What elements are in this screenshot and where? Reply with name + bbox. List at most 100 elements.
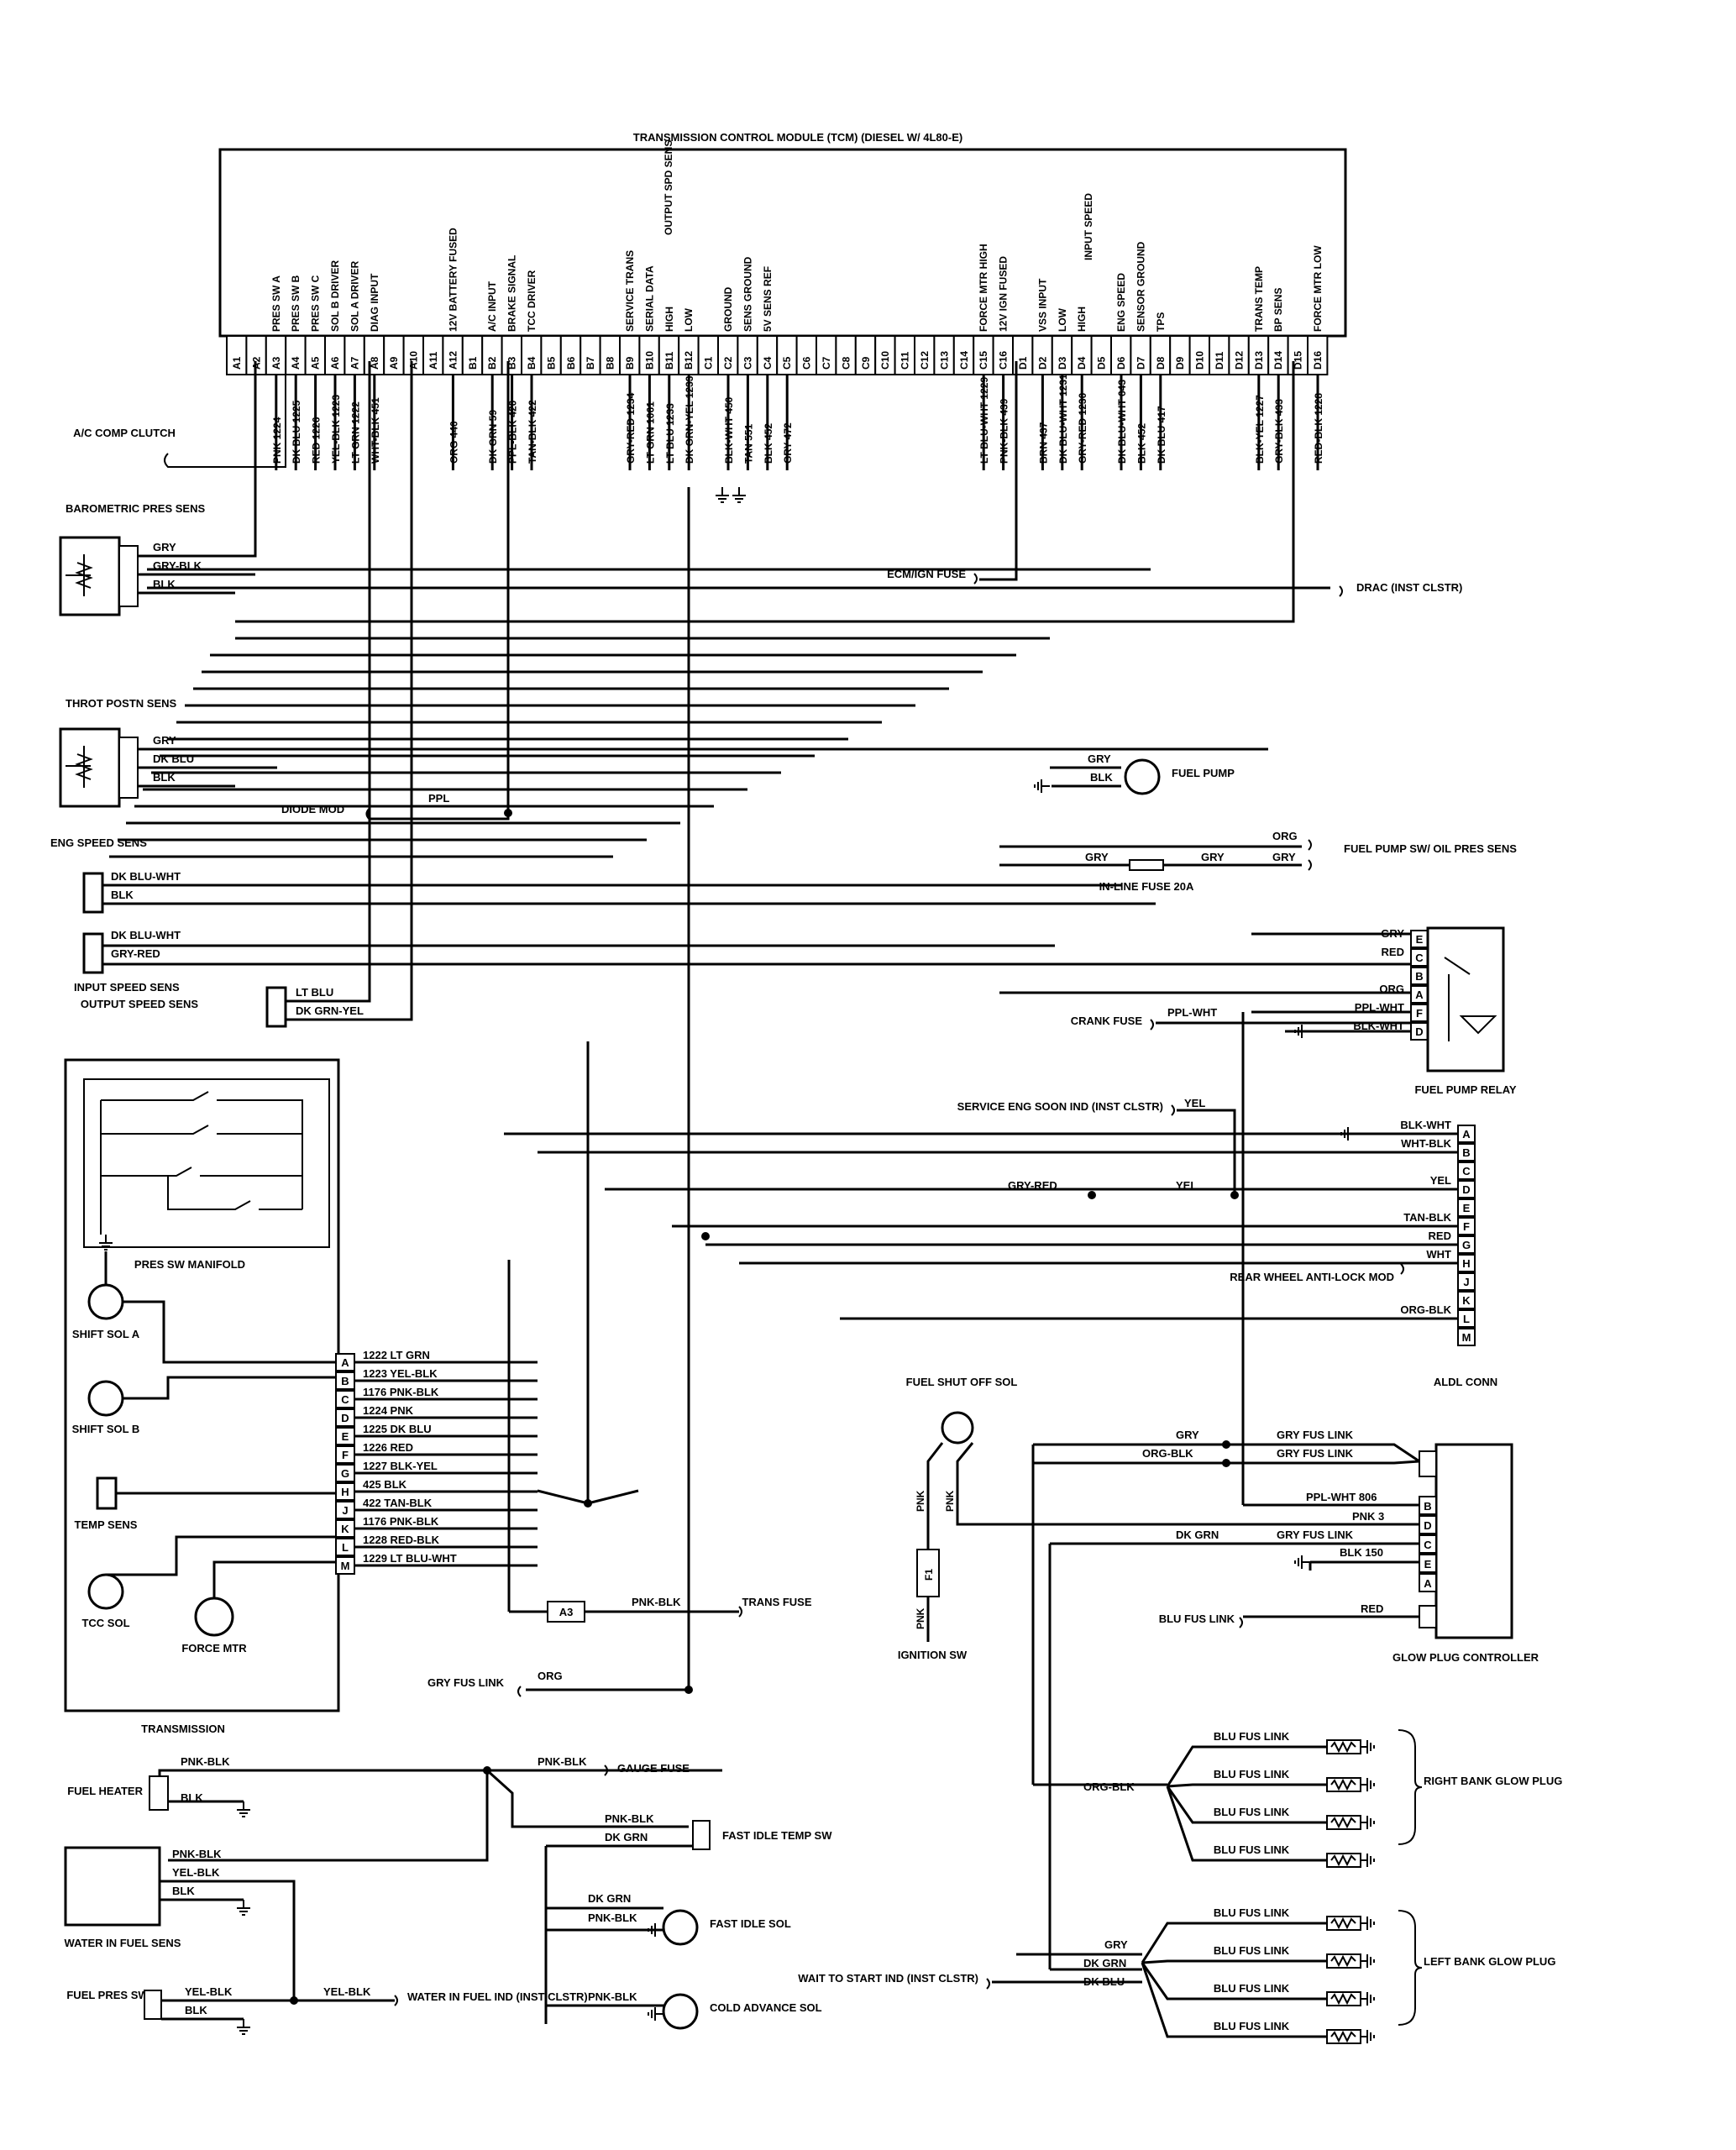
blu-fus-link-label: BLU FUS LINK — [1214, 2020, 1290, 2032]
fuel-heater — [149, 1775, 169, 1811]
aldl-wire-label: RED — [1429, 1230, 1451, 1242]
gpc-wire-ppl-wht-806: PPL-WHT 806 — [1306, 1491, 1377, 1503]
glow-plug-ground — [1361, 1992, 1375, 2006]
relay-pin-letter: E — [1416, 933, 1424, 946]
tcm-pin-label: D10 — [1194, 351, 1206, 370]
trans-conn-pin-letter: M — [341, 1560, 350, 1572]
fuel-heater-label: FUEL HEATER — [67, 1785, 143, 1797]
tcm-function-label: SENSOR GROUND — [1135, 241, 1146, 332]
tcm-function-label: VSS INPUT — [1036, 278, 1048, 332]
trans-conn-wire-label: 1227 BLK-YEL — [363, 1460, 438, 1472]
aldl-wire-label: ORG-BLK — [1400, 1303, 1451, 1316]
tcm-pin-label: D1 — [1017, 356, 1029, 370]
aldl-wire-label: WHT — [1426, 1248, 1451, 1261]
tcm-pin-label: C5 — [781, 356, 793, 370]
trans-conn-wire-label: 1229 LT BLU-WHT — [363, 1552, 457, 1565]
aldl-pin — [1457, 1272, 1476, 1291]
glow-plug-wire — [1166, 1786, 1327, 1862]
gpc-blu-fus-link: BLU FUS LINK — [1159, 1612, 1235, 1625]
gpc-pin-bottom — [1419, 1605, 1437, 1628]
gpc-gry-fus-link-1: GRY FUS LINK — [1277, 1429, 1354, 1441]
gpc-pin-letter: D — [1424, 1519, 1431, 1532]
trans-fuse-label: TRANS FUSE — [742, 1596, 811, 1608]
in-line-fuse-label: IN-LINE FUSE 20A — [1099, 880, 1194, 893]
glow-plug-wire — [1167, 1783, 1327, 1788]
trans-conn-wire-label: 1225 DK BLU — [363, 1423, 432, 1435]
aldl-pin-letter: L — [1463, 1313, 1470, 1325]
aldl-pin-letter: B — [1462, 1146, 1470, 1159]
trans-conn-wire-label: 422 TAN-BLK — [363, 1497, 433, 1509]
pres-sw-manifold — [83, 1078, 330, 1248]
aldl-pin-letter: C — [1462, 1165, 1471, 1177]
glow-plug-element — [1330, 1740, 1356, 1754]
blu-fus-link-label: BLU FUS LINK — [1214, 1982, 1290, 1995]
cold-advance-sol-label: COLD ADVANCE SOL — [710, 2001, 822, 2014]
blu-fus-link-label: BLU FUS LINK — [1214, 1843, 1290, 1856]
gpc-pin — [1419, 1573, 1437, 1592]
fps-wire-gry-1: GRY — [1085, 851, 1109, 863]
glow-plug-ground — [1361, 1740, 1375, 1754]
tcm-pin-label: C14 — [958, 351, 970, 370]
output-speed-wire-lt-blu: LT BLU — [296, 986, 333, 999]
aldl-wire-label: TAN-BLK — [1403, 1211, 1451, 1224]
relay-pin-letter: B — [1415, 970, 1423, 983]
tcm-pin-label: C7 — [821, 356, 832, 370]
tcm-pin-label: C8 — [840, 356, 852, 370]
main-bundle — [109, 361, 1330, 858]
blu-fus-link-label: BLU FUS LINK — [1214, 1906, 1290, 1919]
gry-fus-wire-org: ORG — [538, 1670, 563, 1682]
ac-comp-clutch-label: A/C COMP CLUTCH — [73, 427, 176, 439]
tcm-pin-label: D12 — [1233, 351, 1245, 370]
throt-postn-sens-label: THROT POSTN SENS — [66, 697, 177, 710]
glow-plug-element — [1330, 1992, 1356, 2006]
trans-conn-wire-label: 1224 PNK — [363, 1404, 414, 1417]
blu-fus-link-label: BLU FUS LINK — [1214, 1944, 1290, 1957]
gauge-fuse-label: GAUGE FUSE — [617, 1762, 690, 1775]
tcm-pin-label: B7 — [585, 356, 596, 370]
tcm-function-label: LOW — [683, 307, 695, 332]
input-speed-group-label: INPUT SPEED — [1083, 193, 1094, 260]
aldl-pin-letter: K — [1462, 1294, 1471, 1307]
tcc-sol-label: TCC SOL — [81, 1617, 129, 1629]
output-spd-sens-group-label: OUTPUT SPD SENS — [663, 140, 674, 235]
aldl-pin-letter: J — [1463, 1276, 1469, 1288]
shift-sol-b — [87, 1380, 124, 1417]
tcm-pin-label: C2 — [722, 356, 734, 370]
fuel-shut-off-sol-label: FUEL SHUT OFF SOL — [906, 1376, 1018, 1388]
fuel-pump-label: FUEL PUMP — [1172, 767, 1235, 779]
tcm-function-label: HIGH — [663, 307, 675, 332]
tcm-function-label: BP SENS — [1272, 288, 1284, 332]
aldl-pin — [1457, 1198, 1476, 1217]
wif-wire-yel-blk: YEL-BLK — [172, 1866, 220, 1879]
tcm-pin-label: A7 — [349, 356, 360, 370]
glow-plug-wire — [1141, 1922, 1327, 1964]
ignition-sw-label: IGNITION SW — [898, 1649, 968, 1661]
eng-speed-sens-label: ENG SPEED SENS — [50, 836, 147, 849]
fuel-pump-wire-blk: BLK — [1090, 771, 1113, 784]
tcm-pin-label: D15 — [1293, 351, 1304, 370]
throt-wire-dk-blu: DK BLU — [153, 752, 194, 765]
glow-plug-element — [1330, 1816, 1356, 1829]
tcm-function-label: FORCE MTR HIGH — [978, 244, 989, 332]
eng-speed-sens — [82, 872, 104, 914]
tcm-wire-drops — [275, 375, 1319, 470]
tcm-function-label: PRES SW B — [290, 275, 302, 332]
baro-wire-gry-blk: GRY-BLK — [153, 559, 202, 572]
gpc-pin-letter: E — [1424, 1558, 1432, 1571]
tcm-function-label: SOL B DRIVER — [329, 260, 341, 332]
tcm-pin-label: D16 — [1312, 351, 1324, 370]
aldl-pin-letter: A — [1462, 1128, 1471, 1141]
tcm-function-label: 12V BATTERY FUSED — [447, 228, 459, 332]
ground-symbols — [99, 487, 1356, 2035]
gpc-pin-letter: A — [1424, 1577, 1432, 1590]
diode-mod-label: DIODE MOD — [281, 803, 344, 815]
input-speed-sens — [82, 932, 104, 974]
gpc-wire-gry: GRY — [1176, 1429, 1199, 1441]
glow-plug-element — [1330, 1778, 1356, 1791]
tcm-title: TRANSMISSION CONTROL MODULE (TCM) (DIESE… — [633, 131, 962, 144]
gpc-pin-top — [1419, 1450, 1437, 1477]
relay-pin-letter: A — [1415, 988, 1424, 1001]
service-eng-soon-label: SERVICE ENG SOON IND (INST CLSTR) — [957, 1100, 1163, 1113]
